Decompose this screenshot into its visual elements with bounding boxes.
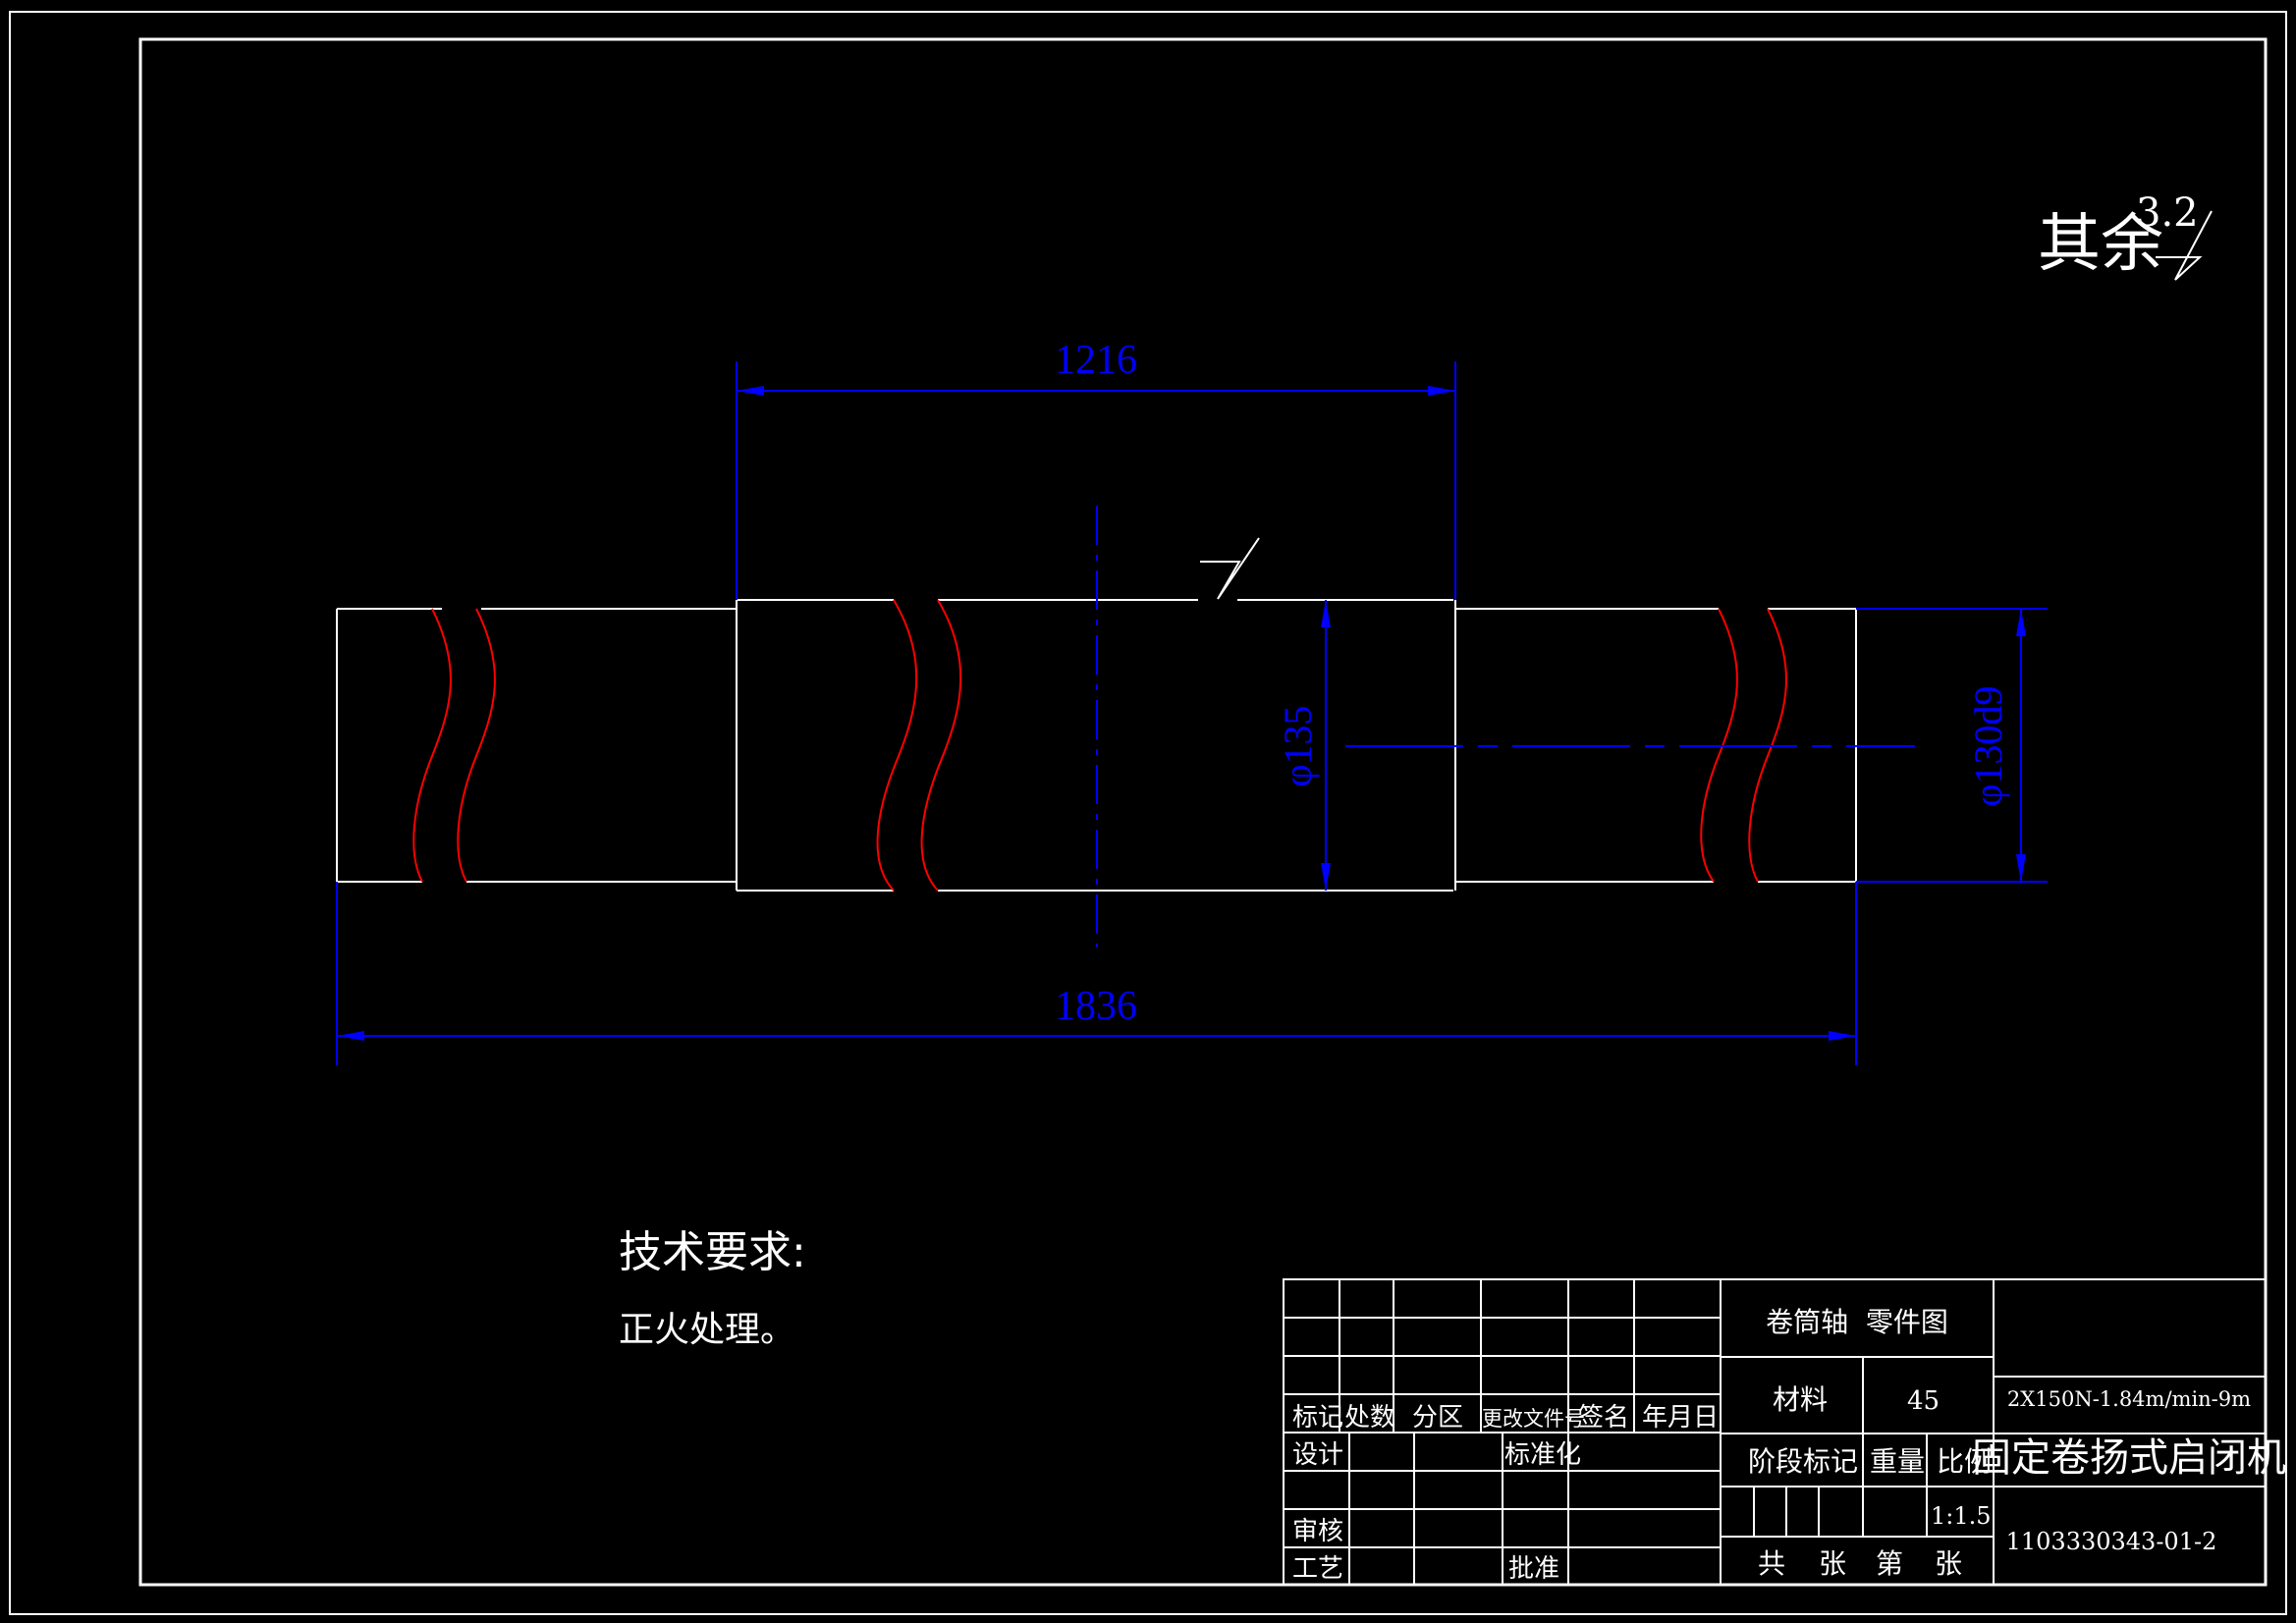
sheets-index: 第 bbox=[1876, 1547, 1903, 1580]
sheets-total: 共 bbox=[1758, 1547, 1785, 1580]
finish-symbol-icon bbox=[1200, 537, 1260, 600]
rev-header-mark: 标记 bbox=[1292, 1403, 1343, 1433]
rev-header-zone: 分区 bbox=[1412, 1403, 1463, 1433]
drawing-number: 1103330343-01-2 bbox=[2006, 1528, 2217, 1555]
dimension-phi135 bbox=[1321, 600, 1331, 891]
rev-header-count: 处数 bbox=[1344, 1403, 1395, 1433]
product-name: 固定卷扬式启闭机 bbox=[1972, 1435, 2286, 1481]
role-design: 设计 bbox=[1292, 1440, 1343, 1470]
role-standard: 标准化 bbox=[1504, 1440, 1581, 1470]
dimension-phi130d9 bbox=[1856, 608, 2048, 883]
shaft-outline bbox=[336, 599, 1857, 892]
dimension-1836 bbox=[336, 882, 1857, 1065]
scale-label: 比例 bbox=[1937, 1445, 1992, 1478]
roughness-symbol-icon bbox=[2156, 210, 2213, 281]
break-lines bbox=[412, 599, 1787, 892]
stage-label: 阶段标记 bbox=[1748, 1445, 1858, 1478]
roughness-note: 其余 3.2 bbox=[2038, 190, 2213, 281]
weight-label: 重量 bbox=[1870, 1445, 1925, 1478]
material-value: 45 bbox=[1907, 1386, 1940, 1416]
role-process: 工艺 bbox=[1292, 1554, 1343, 1584]
roughness-value: 3.2 bbox=[2136, 190, 2199, 236]
scale-value: 1:1.5 bbox=[1931, 1502, 1992, 1530]
dimension-top-label: 1216 bbox=[1055, 338, 1137, 383]
tech-requirements-heading: 技术要求: bbox=[619, 1227, 806, 1277]
roughness-prefix: 其余 bbox=[2038, 208, 2163, 281]
rev-header-doc-no: 更改文件号 bbox=[1482, 1407, 1585, 1431]
rev-header-date: 年月日 bbox=[1642, 1403, 1719, 1433]
centerlines bbox=[1096, 506, 1915, 947]
dimension-diameter-middle: φ135 bbox=[1276, 705, 1320, 786]
dimension-overall-label: 1836 bbox=[1055, 984, 1137, 1029]
title-block bbox=[1283, 1278, 2267, 1586]
tech-requirements-item: 正火处理。 bbox=[619, 1310, 795, 1350]
inner-frame bbox=[138, 37, 2268, 1587]
rev-header-sign: 签名 bbox=[1578, 1403, 1629, 1433]
part-name: 卷筒轴 零件图 bbox=[1766, 1306, 1948, 1338]
dimension-diameter-end: φ130d9 bbox=[1966, 685, 2010, 806]
role-approve: 批准 bbox=[1508, 1554, 1559, 1584]
material-label: 材料 bbox=[1773, 1383, 1828, 1416]
sheets-unit-2: 张 bbox=[1935, 1547, 1962, 1580]
sheets-unit-1: 张 bbox=[1819, 1547, 1846, 1580]
title-block-text: 标记 处数 分区 更改文件号 签名 年月日 设计 标准化 审核 工艺 批准 卷筒… bbox=[1292, 1306, 2286, 1584]
dimension-1216 bbox=[736, 361, 1456, 600]
outer-border bbox=[9, 11, 2287, 1615]
role-review: 审核 bbox=[1292, 1517, 1343, 1546]
spec-text: 2X150N-1.84m/min-9m bbox=[2007, 1387, 2251, 1411]
